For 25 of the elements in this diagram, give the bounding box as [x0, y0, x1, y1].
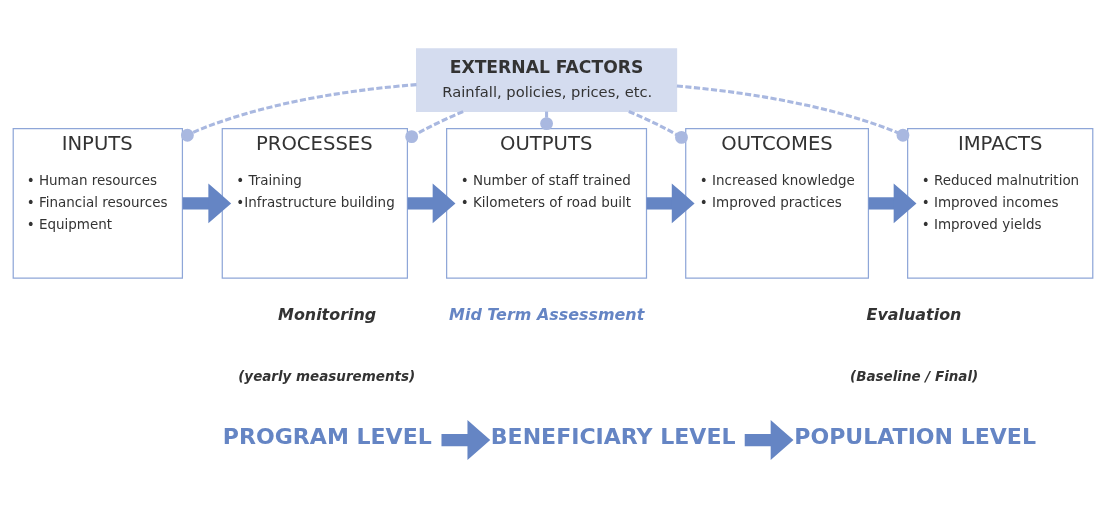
connector	[628, 110, 688, 144]
node-box: IMPACTS • Reduced malnutrition • Improved incomes • Improved yields	[907, 128, 1094, 279]
node-box: INPUTS • Human resources • Financial resources • Equipment	[12, 128, 184, 279]
label: Evaluation	[866, 305, 962, 325]
label: Monitoring	[278, 305, 377, 325]
arrow	[868, 183, 917, 224]
label: Mid Term Assessment	[449, 305, 645, 325]
arrow	[646, 183, 695, 224]
connector	[676, 84, 910, 142]
arrow	[744, 420, 794, 460]
arrow	[441, 420, 491, 460]
connector	[405, 110, 464, 144]
node-text: PROGRAM LEVEL	[222, 424, 432, 450]
connector	[180, 83, 417, 142]
connector	[540, 111, 553, 131]
node-text: BENEFICIARY LEVEL	[490, 424, 736, 450]
arrow	[407, 183, 456, 224]
node-box: EXTERNAL FACTORS Rainfall, policies, prices, etc.	[416, 48, 678, 113]
node-box: OUTPUTS • Number of staff trained • Kilometers of road built	[446, 128, 648, 279]
node-text: POPULATION LEVEL	[794, 424, 1036, 450]
label: (Baseline / Final)	[850, 367, 979, 384]
node-box: PROCESSES • Training •Infrastructure building	[221, 128, 408, 279]
arrow	[182, 183, 232, 224]
node-box: OUTCOMES • Increased knowledge • Improved practices	[685, 128, 870, 279]
label: (yearly measurements)	[238, 367, 416, 384]
